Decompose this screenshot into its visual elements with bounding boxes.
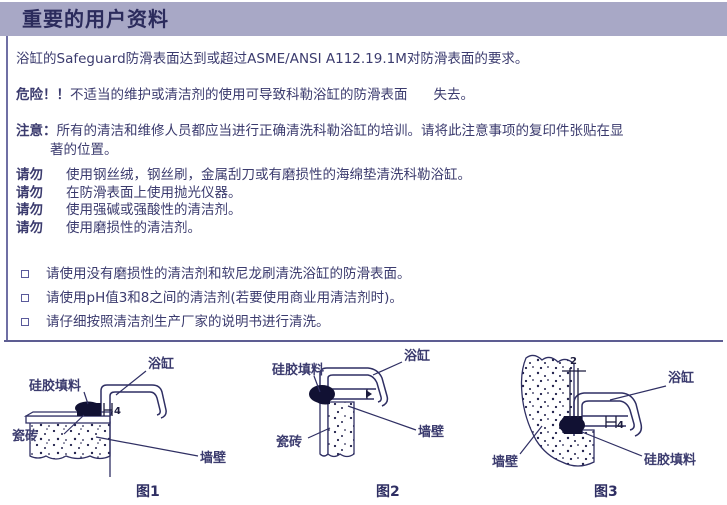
figure-1: 4 硅胶填料 浴缸 瓷砖 墙壁 图1	[0, 344, 268, 505]
do-not-text: 使用钢丝绒，钢丝刷，金属刮刀或有磨损性的海绵垫清洗科勒浴缸。	[66, 167, 471, 183]
figure-3-label-wall: 墙壁	[492, 454, 518, 470]
figure-3-label-silicone: 硅胶填料	[644, 452, 696, 468]
figure-1-label-tile: 瓷砖	[12, 428, 38, 444]
intro-paragraph: 浴缸的Safeguard防滑表面达到或超过ASME/ANSI A112.19.1…	[16, 51, 529, 67]
do-not-row: 请勿 使用强碱或强酸性的清洁剂。	[16, 202, 656, 220]
list-item-label: 请使用没有磨损性的清洁剂和软尼龙刷清洗浴缸的防滑表面。	[46, 266, 411, 282]
danger-lead: 危险！！	[16, 87, 70, 103]
page-header-band: 重要的用户资料	[0, 2, 727, 36]
do-not-row: 请勿 在防滑表面上使用抛光仪器。	[16, 185, 656, 203]
do-not-text: 使用强碱或强酸性的清洁剂。	[66, 202, 242, 218]
list-item: 请仔细按照清洁剂生产厂家的说明书进行清洗。	[16, 310, 676, 334]
horizontal-divider	[4, 340, 723, 342]
do-not-row: 请勿 使用钢丝绒，钢丝刷，金属刮刀或有磨损性的海绵垫清洗科勒浴缸。	[16, 167, 656, 185]
do-not-lead: 请勿	[16, 184, 43, 201]
square-bullet-icon	[21, 318, 29, 326]
list-item: 请使用pH值3和8之间的清洁剂(若要使用商业用清洁剂时)。	[16, 286, 676, 310]
figure-3-dimension-1: 2	[570, 356, 577, 367]
notice-lead: 注意：	[16, 123, 57, 139]
figure-3-caption: 图3	[594, 484, 618, 500]
do-not-lead: 请勿	[16, 219, 43, 236]
do-not-lead: 请勿	[16, 202, 43, 218]
figure-3-label-tub: 浴缸	[668, 370, 694, 386]
do-not-text: 在防滑表面上使用抛光仪器。	[66, 184, 242, 201]
danger-text-after: 失去。	[433, 87, 475, 103]
figure-1-dimension-1: 4	[114, 406, 121, 417]
figure-1-label-wall: 墙壁	[200, 450, 226, 466]
body-text-region: 浴缸的Safeguard防滑表面达到或超过ASME/ANSI A112.19.1…	[0, 36, 727, 340]
page-title: 重要的用户资料	[22, 7, 169, 31]
list-item-label: 请使用pH值3和8之间的清洁剂(若要使用商业用清洁剂时)。	[46, 290, 403, 306]
do-not-text: 使用磨损性的清洁剂。	[66, 219, 201, 236]
left-vertical-rule	[6, 36, 8, 340]
figure-2-caption: 图2	[376, 484, 400, 500]
figure-3-drawing: 2 4 墙壁 浴缸 硅胶填料	[492, 354, 696, 470]
notice-line-1: 所有的清洁和维修人员都应当进行正确清洗科勒浴缸的培训。请将此注意事项的复印件张贴…	[56, 123, 624, 139]
figure-2: 硅胶填料 浴缸 瓷砖 墙壁 图2	[268, 344, 490, 505]
figure-3: 2 4 墙壁 浴缸 硅胶填料 图3	[490, 344, 727, 505]
figure-2-label-wall: 墙壁	[418, 424, 444, 440]
figure-1-caption: 图1	[136, 484, 160, 500]
figure-2-drawing: 硅胶填料 浴缸 瓷砖 墙壁	[272, 348, 444, 458]
bullet-list: 请使用没有磨损性的清洁剂和软尼龙刷清洗浴缸的防滑表面。 请使用pH值3和8之间的…	[16, 262, 676, 334]
figure-2-label-silicone: 硅胶填料	[272, 362, 324, 378]
square-bullet-icon	[21, 270, 29, 278]
list-item: 请使用没有磨损性的清洁剂和软尼龙刷清洗浴缸的防滑表面。	[16, 262, 676, 286]
do-not-row: 请勿 使用磨损性的清洁剂。	[16, 220, 656, 238]
figure-1-drawing: 4 硅胶填料 浴缸 瓷砖 墙壁	[12, 356, 226, 477]
danger-paragraph: 危险！！不适当的维护或清洁剂的使用可导致科勒浴缸的防滑表面 失去。	[16, 86, 716, 105]
danger-text-before: 不适当的维护或清洁剂的使用可导致科勒浴缸的防滑表面	[70, 87, 408, 103]
figure-1-label-silicone: 硅胶填料	[29, 378, 81, 394]
figures-region: 4 硅胶填料 浴缸 瓷砖 墙壁 图1	[0, 344, 727, 505]
do-not-lead: 请勿	[16, 167, 43, 183]
notice-paragraph: 注意：所有的清洁和维修人员都应当进行正确清洗科勒浴缸的培训。请将此注意事项的复印…	[16, 122, 722, 160]
list-item-label: 请仔细按照清洁剂生产厂家的说明书进行清洗。	[46, 314, 330, 330]
figure-1-label-tub: 浴缸	[148, 356, 174, 372]
figure-3-dimension-2: 4	[617, 420, 624, 431]
figure-2-label-tile: 瓷砖	[276, 434, 302, 450]
figure-2-label-tub: 浴缸	[404, 348, 430, 364]
square-bullet-icon	[21, 294, 29, 302]
do-not-list: 请勿使用钢丝绒，钢丝刷，金属刮刀或有磨损性的海绵垫清洗科勒浴缸。 请勿在防滑表面…	[16, 167, 656, 237]
notice-line-2: 著的位置。	[50, 142, 118, 158]
